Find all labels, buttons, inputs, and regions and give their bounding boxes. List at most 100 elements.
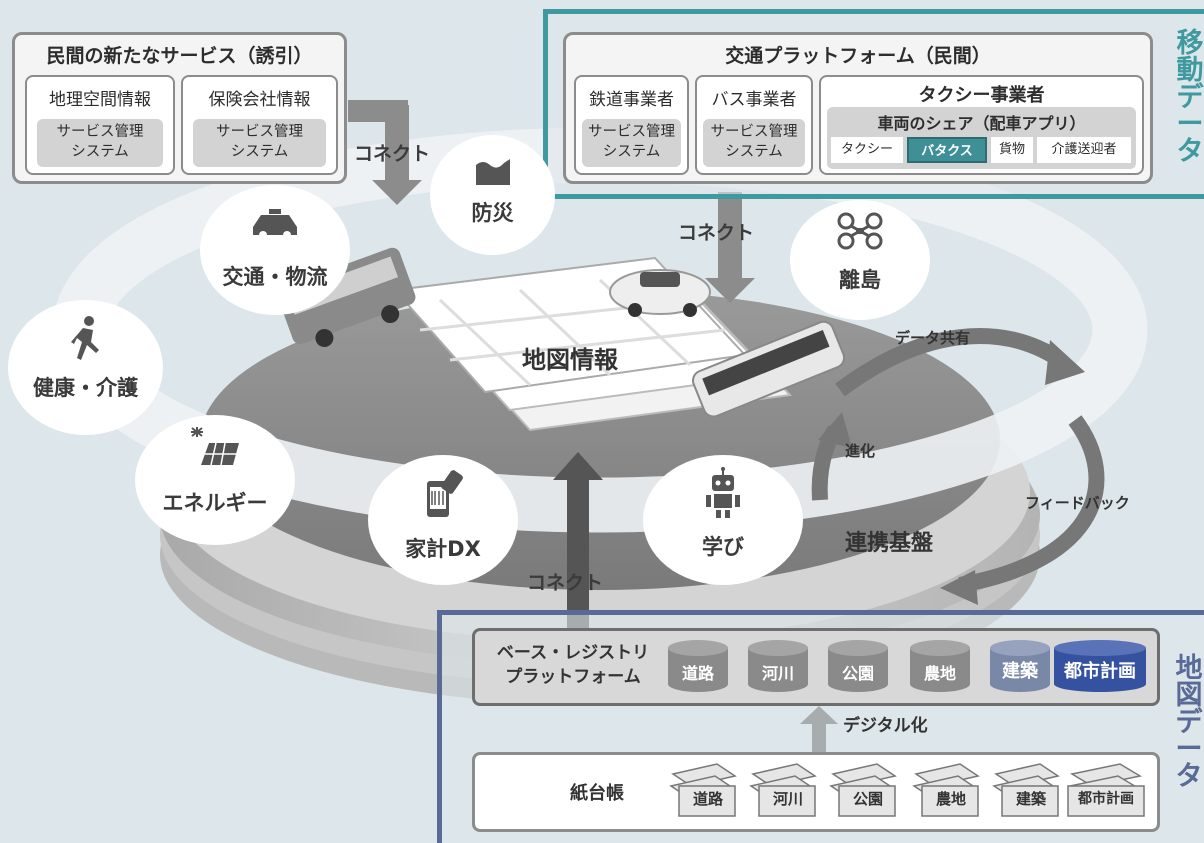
chip-line: サービス管理	[56, 124, 144, 140]
chip-care-transport: 介護送迎者	[1037, 137, 1131, 163]
chip-line: システム	[71, 144, 129, 160]
smartphone-scan-icon	[427, 470, 463, 517]
geo-info-box: 地理空間情報 サービス管理 システム	[25, 75, 175, 175]
solar-panel-icon	[191, 427, 239, 466]
insurance-info-box: 保険会社情報 サービス管理 システム	[181, 75, 338, 175]
base-registry-title-line2: プラットフォーム	[505, 667, 641, 687]
db-city-planning-label: 都市計画	[1064, 661, 1136, 682]
map-data-side-label: 地図データ	[1175, 653, 1203, 792]
db-river-label: 河川	[761, 664, 794, 683]
chip-batakusu: バタクス	[907, 137, 987, 163]
service-health: 健康・介護	[8, 300, 163, 435]
chip-cargo: 貨物	[991, 137, 1033, 163]
service-traffic-label: 交通・物流	[222, 265, 328, 289]
insurance-info-title: 保険会社情報	[208, 90, 311, 110]
mobility-data-side-label: 移動データ	[1176, 28, 1204, 167]
connect-label-top-right: コネクト	[678, 222, 755, 244]
database-cylinder-icon	[828, 640, 888, 692]
service-household-label: 家計DX	[405, 537, 481, 561]
rail-operator-title: 鉄道事業者	[589, 90, 674, 110]
db-road-label: 道路	[681, 664, 714, 683]
service-learning-label: 学び	[702, 535, 744, 559]
private-services-title: 民間の新たなサービス（誘引）	[46, 45, 313, 67]
chip-line: システム	[725, 144, 783, 160]
paper-stack-icon	[1067, 763, 1145, 817]
geo-info-title: 地理空間情報	[49, 90, 151, 110]
chip-line: サービス管理	[216, 124, 303, 140]
service-system-chip: サービス管理 システム	[703, 119, 805, 167]
chip-line: システム	[230, 144, 289, 160]
paper-river: 河川	[745, 762, 821, 817]
database-cylinder-icon	[990, 640, 1050, 692]
service-traffic: 交通・物流	[200, 185, 350, 315]
db-road: 道路	[668, 640, 728, 692]
paper-building-label: 建築	[1015, 790, 1046, 808]
db-park: 公園	[828, 640, 888, 692]
paper-river-label: 河川	[772, 790, 803, 808]
base-registry-title: ベース・レジストリ プラットフォーム	[483, 641, 663, 689]
base-registry-title-line1: ベース・レジストリ	[496, 643, 650, 663]
taxi-operator-box: タクシー事業者 車両のシェア（配車アプリ） タクシー バタクス 貨物 介護送迎者	[819, 75, 1144, 175]
database-cylinder-icon	[1054, 640, 1146, 692]
drone-icon	[837, 212, 883, 250]
paper-stack-icon	[669, 763, 737, 817]
paper-building: 建築	[988, 762, 1064, 817]
paper-farmland: 農地	[908, 762, 984, 817]
digitization-label: デジタル化	[843, 716, 928, 736]
vehicle-sharing-panel: 車両のシェア（配車アプリ） タクシー バタクス 貨物 介護送迎者	[827, 107, 1136, 169]
paper-farmland-label: 農地	[935, 790, 966, 808]
service-system-chip: サービス管理 システム	[193, 119, 326, 167]
database-cylinder-icon	[748, 640, 808, 692]
service-learning: 学び	[643, 455, 803, 585]
service-island: 離島	[790, 200, 930, 320]
db-farmland: 農地	[910, 640, 970, 692]
paper-stack-icon	[749, 763, 817, 817]
chip-line: サービス管理	[710, 124, 798, 140]
chip-line: サービス管理	[588, 124, 675, 140]
connect-label-top-left: コネクト	[354, 143, 431, 165]
service-energy: エネルギー	[135, 415, 295, 545]
paper-ledger-title: 紙台帳	[570, 783, 624, 804]
running-person-icon	[70, 316, 99, 360]
taxi-car-icon	[253, 209, 297, 239]
chip-line: システム	[602, 144, 661, 160]
db-city-planning: 都市計画	[1054, 640, 1146, 692]
flood-icon	[475, 159, 510, 185]
private-services-panel: 民間の新たなサービス（誘引） 地理空間情報 サービス管理 システム 保険会社情報…	[12, 32, 347, 184]
service-energy-label: エネルギー	[162, 491, 268, 515]
paper-stack-icon	[829, 763, 897, 817]
service-system-chip: サービス管理 システム	[582, 119, 681, 167]
service-disaster: 防災	[430, 135, 555, 255]
paper-city-planning-label: 都市計画	[1078, 791, 1134, 807]
service-system-chip: サービス管理 システム	[37, 119, 163, 167]
robot-icon	[706, 467, 740, 518]
feedback-label: フィードバック	[1025, 494, 1130, 512]
service-disaster-label: 防災	[471, 201, 514, 225]
db-building: 建築	[990, 640, 1050, 692]
paper-park: 公園	[825, 762, 901, 817]
vehicle-sharing-title: 車両のシェア（配車アプリ）	[877, 114, 1086, 133]
db-farmland-label: 農地	[923, 664, 956, 683]
bus-operator-title: バス事業者	[711, 90, 797, 110]
database-cylinder-icon	[668, 640, 728, 692]
service-health-label: 健康・介護	[33, 376, 138, 400]
paper-road-label: 道路	[692, 790, 723, 808]
paper-road: 道路	[665, 762, 741, 817]
platform-label: 連携基盤	[845, 531, 934, 556]
db-river: 河川	[748, 640, 808, 692]
database-cylinder-icon	[910, 640, 970, 692]
rail-operator-box: 鉄道事業者 サービス管理 システム	[574, 75, 689, 175]
paper-stack-icon	[992, 763, 1060, 817]
evolution-label: 進化	[845, 442, 876, 460]
transport-platform-title: 交通プラットフォーム（民間）	[725, 45, 991, 67]
db-building-label: 建築	[1002, 661, 1038, 682]
paper-stack-icon	[912, 763, 980, 817]
paper-city-planning: 都市計画	[1064, 762, 1148, 817]
service-household: 家計DX	[368, 455, 518, 585]
connect-label-bottom: コネクト	[527, 572, 604, 594]
transport-platform-panel: 交通プラットフォーム（民間） 鉄道事業者 サービス管理 システム バス事業者 サ…	[563, 32, 1153, 184]
chip-taxi: タクシー	[831, 137, 903, 163]
service-island-label: 離島	[839, 268, 881, 292]
taxi-operator-title: タクシー事業者	[918, 85, 1045, 106]
